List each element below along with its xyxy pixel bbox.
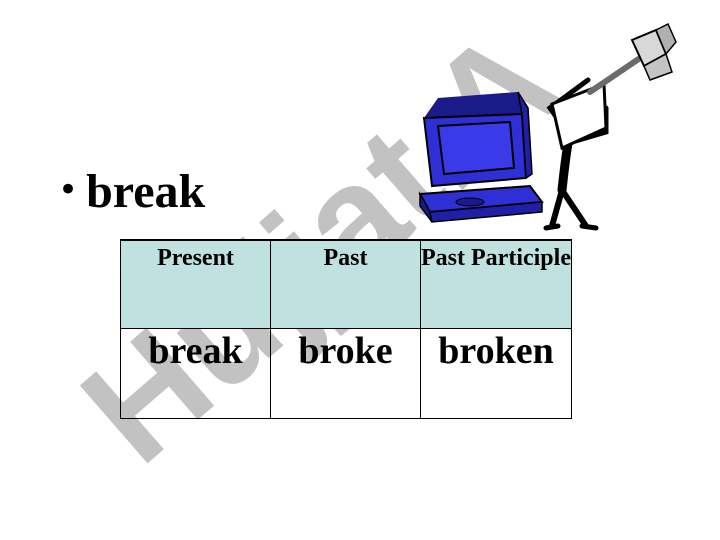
bullet-text: break xyxy=(86,165,206,218)
verb-forms-table: Present Past Past Participle break broke… xyxy=(120,239,572,419)
cell-present: break xyxy=(120,327,271,419)
bullet-item: • break xyxy=(58,168,205,216)
header-past: Past xyxy=(270,239,421,329)
cell-past-participle: broken xyxy=(420,327,572,419)
sledgehammer-icon xyxy=(587,22,677,95)
computer-monitor-icon xyxy=(422,91,533,188)
man-smashing-computer-icon xyxy=(418,22,677,231)
table-header-row: Present Past Past Participle xyxy=(120,239,572,329)
computer-base-icon xyxy=(418,184,544,223)
table-row: break broke broken xyxy=(120,327,572,419)
bullet-point-icon: • xyxy=(58,170,79,210)
header-present: Present xyxy=(120,239,271,329)
cell-past: broke xyxy=(270,327,421,419)
header-past-participle: Past Participle xyxy=(420,239,572,329)
stick-figure-icon xyxy=(543,77,609,231)
